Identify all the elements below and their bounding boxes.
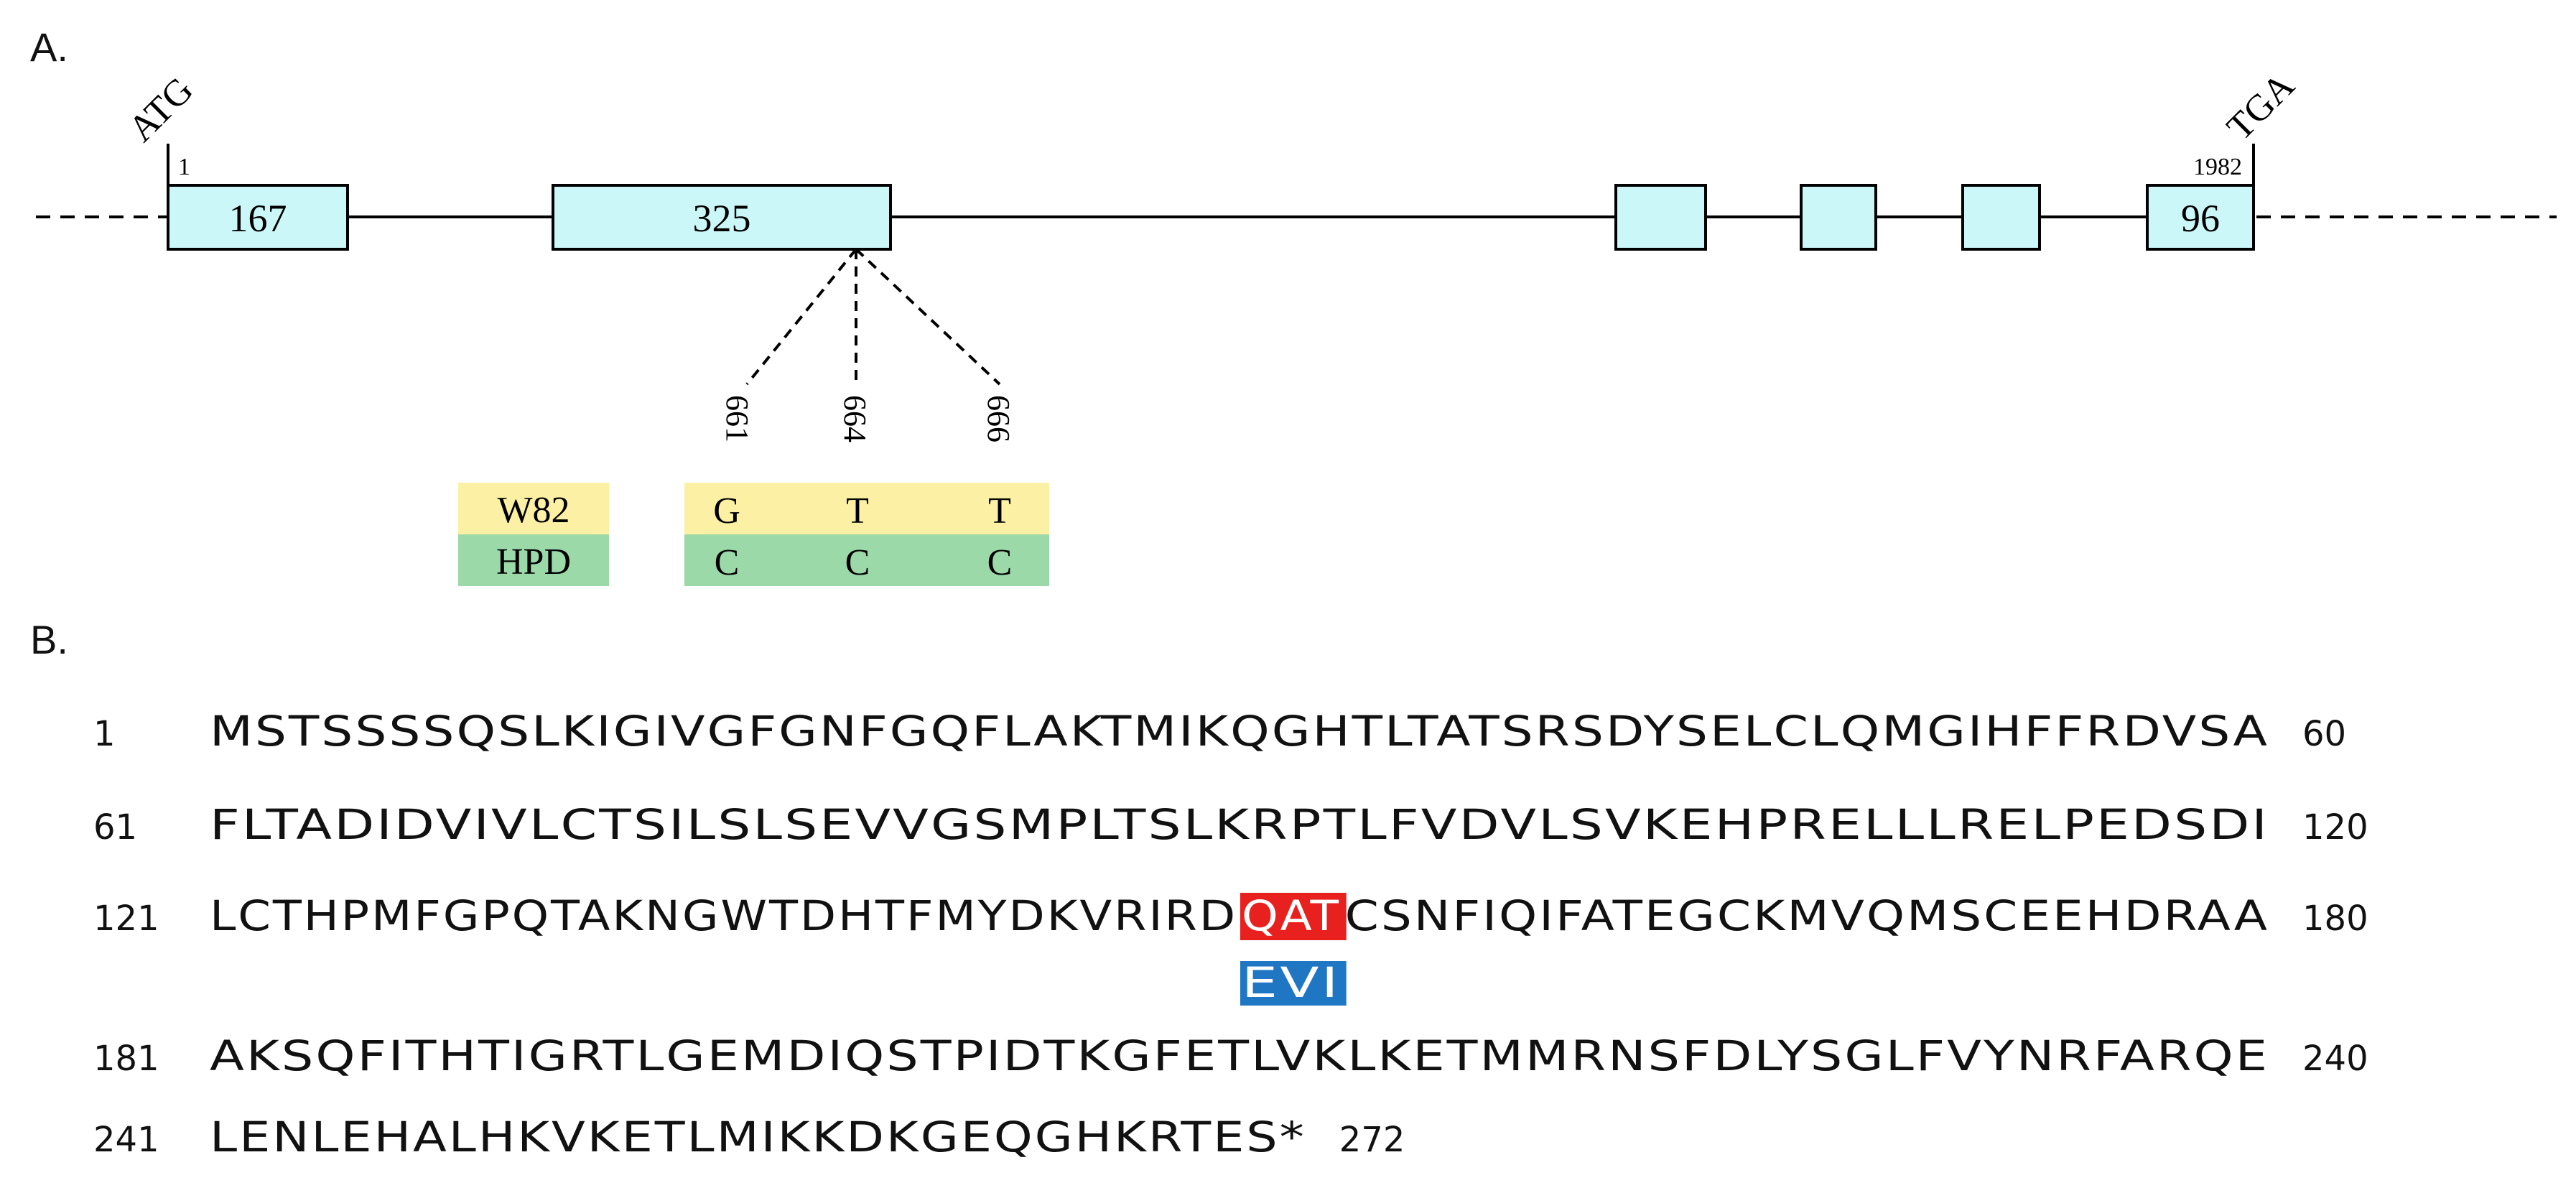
exon-length-label: 167 <box>229 197 287 240</box>
sequence-segment: CSNFIQIFATEGCKMVQMSCEEHDRAA <box>1345 891 2269 940</box>
hpd-allele-661: C <box>715 542 740 583</box>
sequence-segment: FLTADIDVIVLCTSILSLSEVVGSMPLTSLKRPTLFVDVL… <box>210 800 2269 849</box>
reference-residue-highlight <box>1240 893 1347 940</box>
w82-allele-664: T <box>846 491 869 532</box>
sequence-segment: LCTHPMFGPQTAKNGWTDHTFMYDKVRIRD <box>210 891 1237 940</box>
start-codon-label: ATG <box>121 70 201 150</box>
exon-box <box>552 184 892 251</box>
sequence-start-number: 241 <box>93 1120 159 1160</box>
hpd-allele-row <box>684 534 1049 586</box>
variant-residue-highlight <box>1240 961 1347 1006</box>
exon-length-label: 96 <box>2181 197 2220 240</box>
variety-hpd-name: HPD <box>496 542 571 583</box>
snp-callout-line <box>855 248 1001 386</box>
w82-allele-661: G <box>713 491 740 532</box>
snp-position-label: 666 <box>981 395 1016 442</box>
variant-residues: EVI <box>1242 958 1341 1007</box>
variety-w82-name: W82 <box>497 490 569 531</box>
sequence-end-number: 180 <box>2302 899 2368 939</box>
snp-position-label: 661 <box>720 395 755 442</box>
sequence-end-number: 60 <box>2302 714 2346 754</box>
variety-w82-swatch <box>458 483 609 534</box>
snp-callout-line <box>745 248 857 386</box>
variety-hpd-swatch <box>458 534 609 586</box>
sequence-end-number: 272 <box>1339 1120 1405 1160</box>
exon-length-label: 325 <box>693 197 751 240</box>
sequence-start-number: 121 <box>93 899 159 939</box>
sequence-start-number: 61 <box>93 807 137 848</box>
amino-acid-substitution: EVI <box>1240 958 1347 1007</box>
end-position-label: 1982 <box>2193 154 2242 180</box>
exon-box <box>2146 184 2255 251</box>
exon-box <box>1961 184 2041 251</box>
exon-box <box>1800 184 1877 251</box>
sequence-start-number: 181 <box>93 1039 159 1079</box>
stop-codon-label: TGA <box>2219 65 2302 148</box>
hpd-allele-666: C <box>987 542 1013 583</box>
reference-residues: QAT <box>1242 891 1341 940</box>
sequence-end-number: 120 <box>2302 807 2368 848</box>
exon-box <box>167 184 349 251</box>
w82-allele-row <box>684 483 1049 534</box>
sequence-segment: MSTSSSSQSLKIGIVGFGNFGQFLAKTMIKQGHTLTATSR… <box>210 707 2269 756</box>
panel-a-label: A. <box>30 24 68 70</box>
hpd-allele-664: C <box>845 542 870 583</box>
sequence-end-number: 240 <box>2302 1039 2368 1079</box>
exon-group: 167 325 96 <box>167 184 2255 251</box>
sequence-segment: LENLEHALHKVKETLMIKKDKGEQGHKRTES* <box>210 1113 1306 1161</box>
protein-sequence-block: 1 MSTSSSSQSLKIGIVGFGNFGQFLAKTMIKQGHTLTATS… <box>93 707 2368 1161</box>
start-position-label: 1 <box>178 154 190 180</box>
sequence-start-number: 1 <box>93 714 116 754</box>
w82-allele-666: T <box>988 491 1011 532</box>
snp-position-label: 664 <box>837 395 873 442</box>
panel-b-label: B. <box>30 617 68 662</box>
exon-box <box>1614 184 1707 251</box>
sequence-segment: AKSQFITHTIGRTLGEMDIQSTPIDTKGFETLVKLKETMM… <box>210 1031 2269 1080</box>
